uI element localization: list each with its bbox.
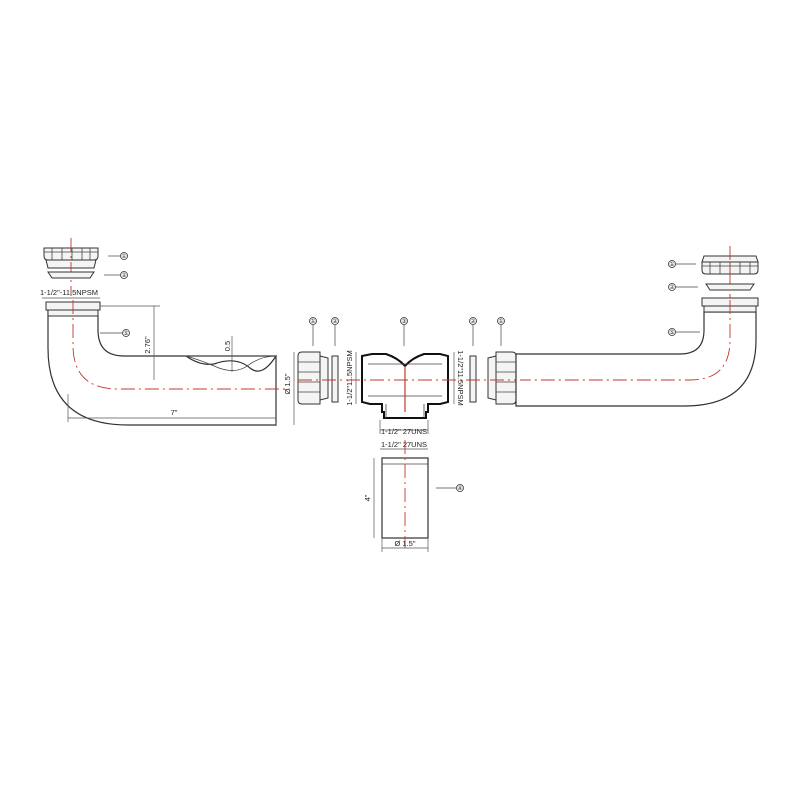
right-coupling-nut — [487, 351, 517, 405]
left-callout-2: ② — [104, 271, 128, 279]
dim-height: 2.76" — [100, 305, 160, 380]
tailpiece: 1-1/2" 27UNS 4" Ø 1.5" — [363, 440, 429, 552]
mid-callout-2-right: ② — [469, 317, 477, 346]
mid-callout-2-left: ② — [331, 317, 339, 346]
callout-2-right: ② — [669, 284, 675, 291]
tailpiece-top-thread-label: 1-1/2" 27UNS — [381, 440, 427, 449]
dim-depth-label: 0.5 — [223, 341, 232, 351]
callout-1-right: ① — [669, 261, 674, 268]
left-coupling-washer — [331, 355, 339, 403]
dim-height-label: 2.76" — [143, 336, 152, 354]
right-callout-5: ⑤ — [668, 328, 700, 336]
dim-depth: 0.5 — [223, 336, 233, 372]
tee-thread-left-label: 1-1/2"11.5NPSM — [345, 350, 354, 405]
dim-length-label: 7" — [171, 408, 178, 417]
left-callout-1: ① — [108, 252, 128, 260]
callout-3: ③ — [401, 318, 406, 325]
tee-bottom-thread-label: 1-1/2" 27UNS — [381, 427, 427, 436]
left-thread-label: 1-1/2"-11.5NPSM — [40, 288, 98, 297]
callout-5-right: ⑤ — [669, 329, 674, 336]
right-washer — [705, 283, 755, 291]
callout-2-mid-right: ② — [470, 318, 476, 325]
dim-diameter-left-label: Ø 1.5" — [283, 373, 292, 394]
callout-2-left: ② — [121, 272, 127, 279]
tailpiece-diameter-label: Ø 1.5" — [394, 539, 415, 548]
left-coupling-nut — [297, 351, 329, 405]
callout-1-mid-left: ① — [310, 318, 315, 325]
mid-callout-1-left: ① — [309, 317, 317, 346]
tee-fitting — [361, 353, 449, 419]
dim-diameter-left: Ø 1.5" — [283, 352, 295, 425]
right-callout-2: ② — [668, 283, 698, 291]
callout-1-left: ① — [121, 253, 126, 260]
right-callout-1: ① — [668, 260, 696, 268]
callout-2-mid-left: ② — [332, 318, 338, 325]
callout-1-mid-right: ① — [498, 318, 503, 325]
left-callout-5: ⑤ — [100, 329, 130, 337]
tailpiece-length-label: 4" — [363, 494, 372, 501]
mid-callout-1-right: ① — [497, 317, 505, 346]
tailpiece-callout-4: ④ — [436, 484, 464, 492]
tee-thread-right-label: 1-1/2"11.5NPSM — [456, 350, 465, 405]
callout-4: ④ — [457, 485, 462, 492]
right-elbow-pipe — [515, 297, 759, 407]
left-washer — [47, 271, 95, 279]
right-slip-nut — [701, 246, 759, 320]
right-coupling-washer — [469, 355, 477, 403]
tee-callout-3: ③ — [400, 317, 408, 346]
callout-5-left: ⑤ — [123, 330, 128, 337]
left-slip-nut — [43, 238, 99, 296]
left-elbow-pipe — [45, 300, 290, 426]
dim-length: 7" — [67, 394, 277, 426]
